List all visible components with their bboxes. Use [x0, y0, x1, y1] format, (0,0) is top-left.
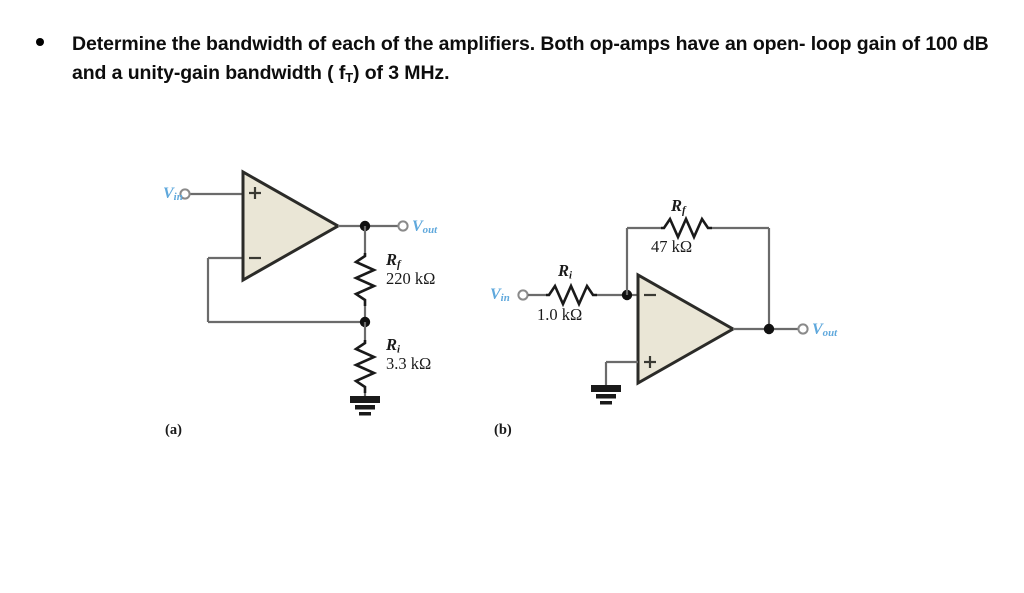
label-b-rf-subscript: f — [682, 204, 686, 217]
ground-symbol-b — [591, 385, 621, 405]
label-a-ri-r: R — [386, 335, 398, 354]
question-line-2-part-1: loop gain of 100 dB and a unity-gain ban… — [72, 33, 989, 84]
node-a-output — [359, 220, 371, 232]
label-a-ri-symbol: Ri — [386, 335, 401, 356]
label-a-vout-symbol: V — [412, 218, 423, 235]
caption-figure-a: (a) — [165, 422, 182, 438]
label-a-rf-subscript: f — [397, 258, 401, 271]
label-b-vout: Vout — [812, 322, 837, 339]
resistor-a-ri — [352, 340, 378, 393]
ground-symbol-a — [350, 396, 380, 416]
label-a-vout-subscript: out — [422, 224, 438, 237]
label-b-vin-symbol: V — [490, 286, 501, 303]
opamp-b-triangle — [636, 272, 737, 386]
node-b-output — [763, 323, 775, 335]
label-b-rf-r: R — [671, 196, 683, 215]
label-b-rf-value: 47 kΩ — [651, 237, 693, 256]
label-b-ri-symbol: Ri — [558, 261, 573, 282]
terminal-b-vin — [517, 289, 529, 301]
label-b-ri-r: R — [558, 261, 570, 280]
label-b-vout-symbol: V — [812, 321, 823, 338]
opamp-b-input-signs — [644, 293, 656, 368]
label-a-rf-value: 220 kΩ — [386, 269, 436, 288]
label-a-rf-r: R — [386, 250, 398, 269]
opamp-a-input-signs — [249, 187, 261, 260]
label-b-ri-subscript: i — [569, 269, 573, 282]
label-b-vin-subscript: in — [500, 292, 510, 305]
label-a-vin-subscript: in — [173, 191, 183, 204]
ft-subscript: T — [345, 69, 353, 85]
label-b-vin: Vin — [490, 287, 510, 304]
label-b-ri-value: 1.0 kΩ — [537, 305, 583, 324]
resistor-a-rf — [352, 253, 378, 306]
figure-a-circuit — [179, 169, 409, 416]
resistor-b-rf — [661, 215, 712, 241]
label-a-vin: Vin — [163, 186, 183, 203]
label-a-rf-symbol: Rf — [386, 250, 401, 271]
node-b-summing — [621, 289, 633, 301]
terminal-b-vout — [797, 323, 809, 335]
label-a-vin-symbol: V — [163, 185, 174, 202]
bullet-marker — [36, 38, 44, 46]
question-text: Determine the bandwidth of each of the a… — [72, 30, 992, 92]
node-a-feedback — [359, 316, 371, 328]
question-line-2-part-2: ) of 3 MHz. — [353, 62, 450, 84]
label-a-ri-value: 3.3 kΩ — [386, 354, 432, 373]
opamp-a-triangle — [241, 169, 342, 283]
label-a-vout: Vout — [412, 219, 437, 236]
caption-figure-b: (b) — [494, 422, 512, 438]
label-a-ri-subscript: i — [397, 343, 401, 356]
terminal-a-vout — [397, 220, 409, 232]
label-b-vout-subscript: out — [822, 327, 838, 340]
question-line-1: Determine the bandwidth of each of the a… — [72, 33, 806, 55]
label-b-rf-symbol: Rf — [671, 196, 686, 217]
resistor-b-ri — [546, 282, 597, 308]
